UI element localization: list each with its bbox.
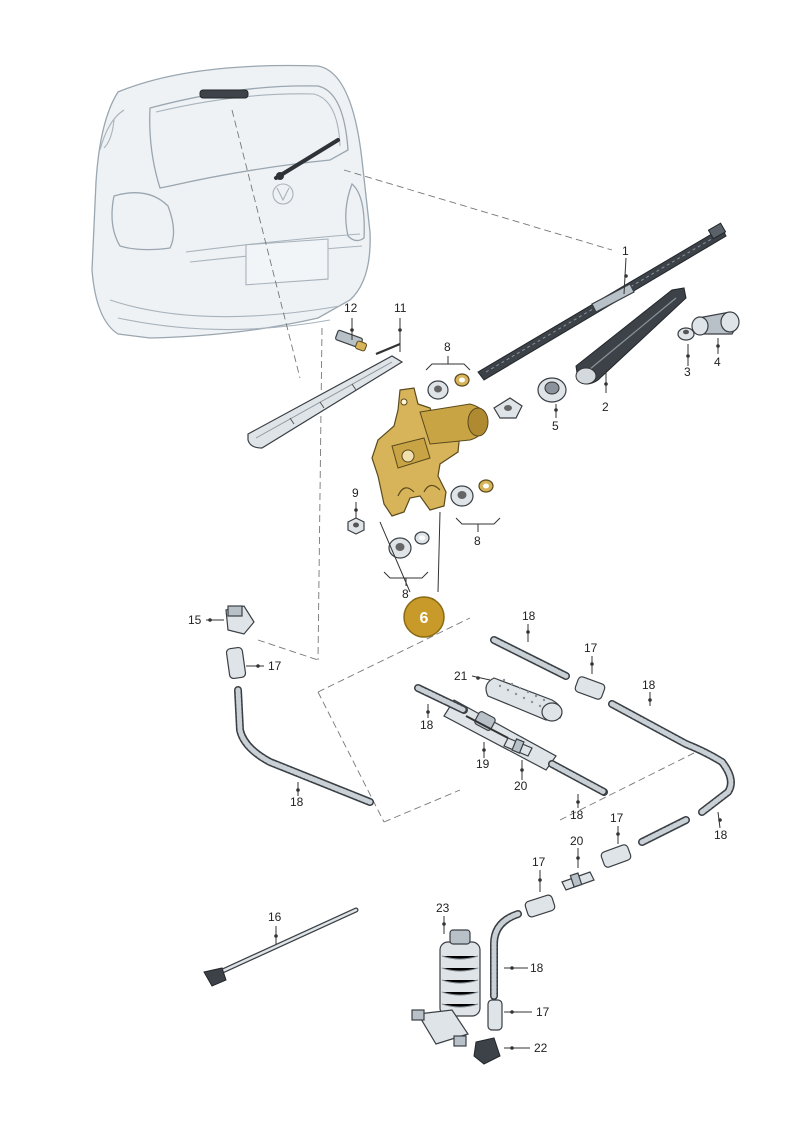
leader-dots [208,274,722,1050]
sleeve-17-b [574,676,606,700]
vehicle-rear-illustration [91,64,371,339]
callout-18-f: 18 [714,828,728,842]
callout-18-g: 18 [530,961,544,975]
sleeve-17-d [524,894,556,918]
callout-9: 9 [352,486,359,500]
connector-20-upper [503,737,533,757]
cap-4 [691,311,740,336]
bulb-holder [335,329,368,352]
callout-16: 16 [268,910,282,924]
highlight-badge-label: 6 [420,610,429,627]
callout-12: 12 [344,301,358,315]
callout-18-a: 18 [522,609,536,623]
callout-labels: 1 2 3 4 5 8 8 8 9 11 12 15 16 17 17 17 1… [188,244,728,1055]
callout-20-a: 20 [514,779,528,793]
callout-19: 19 [476,757,490,771]
callout-4: 4 [714,355,721,369]
callout-18-b: 18 [642,678,656,692]
bush-set-bottom [388,531,430,559]
callout-17-b: 17 [584,641,598,655]
callout-5: 5 [552,419,559,433]
cable-tie-16 [203,907,359,987]
callout-22: 22 [534,1041,548,1055]
wiper-motor [371,387,489,517]
callout-17-e: 17 [536,1005,550,1019]
callout-20-b: 20 [570,834,584,848]
callout-17-c: 17 [610,811,624,825]
grommet-5 [493,377,567,419]
sleeve-17-c [600,844,632,868]
callout-8-right: 8 [474,534,481,548]
bush-set-right [450,479,494,507]
callout-23: 23 [436,901,450,915]
callout-21: 21 [454,669,468,683]
wiper-blade [477,222,727,381]
fitting-22 [473,1037,501,1065]
wiper-arm [575,287,687,385]
reference-lines [231,109,705,823]
connector-15 [225,605,255,635]
high-mount-brake-light [247,342,404,449]
callout-18-d: 18 [290,795,304,809]
connector-20-lower [561,871,595,891]
bush-set-top [427,373,470,400]
callout-11: 11 [394,301,407,315]
callout-18-c: 18 [420,718,434,732]
sleeve-17-a [225,646,247,680]
sleeve-17-e [487,999,503,1031]
washer-pump-23 [411,929,481,1047]
callout-1: 1 [622,244,629,258]
callout-8-bottom: 8 [402,587,409,601]
callout-17-d: 17 [532,855,546,869]
callout-2: 2 [602,400,609,414]
nut-3 [677,327,695,341]
callout-17-a: 17 [268,659,282,673]
nut-9 [347,517,365,535]
callout-8-top: 8 [444,340,451,354]
callout-15: 15 [188,613,202,627]
callout-18-e: 18 [570,808,584,822]
hose-18-segments [234,636,735,1000]
hose-sleeve-21 [485,677,563,722]
callout-3: 3 [684,365,691,379]
highlight-badge-6[interactable]: 6 [403,596,445,638]
